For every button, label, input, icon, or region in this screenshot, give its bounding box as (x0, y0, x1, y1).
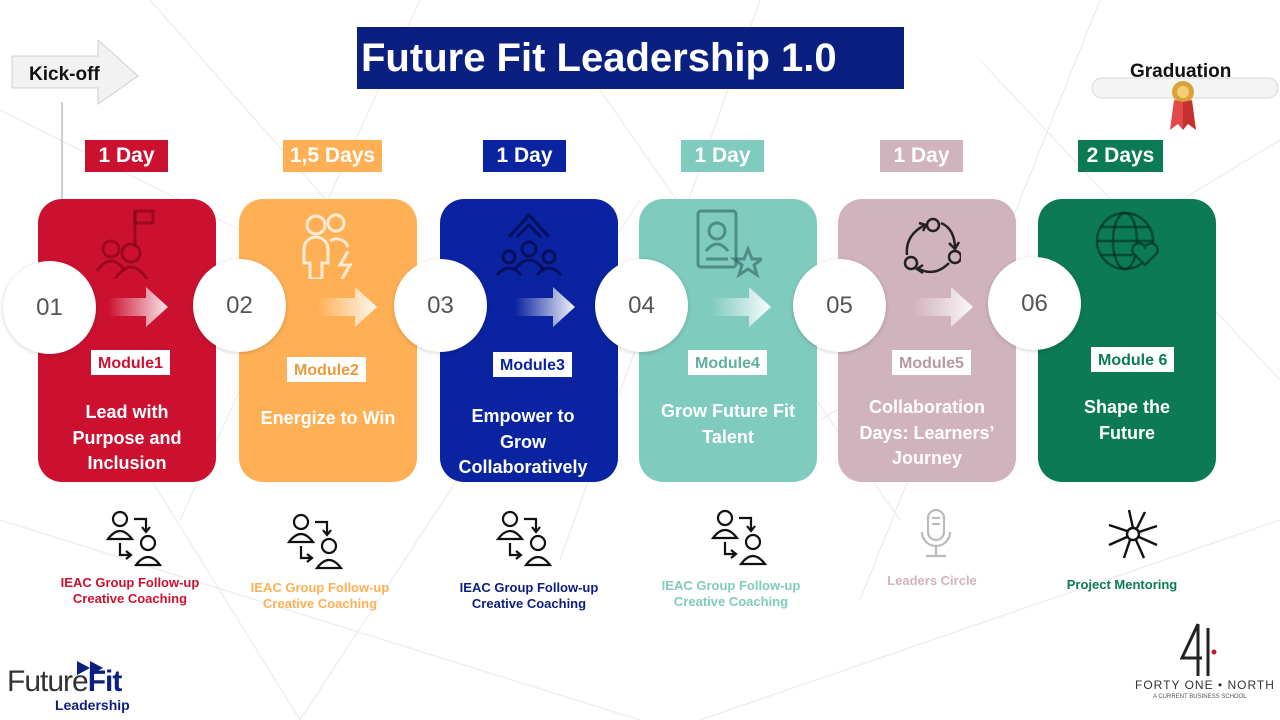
energized-people-icon (302, 213, 353, 279)
step-arrow-3 (515, 287, 575, 327)
module-title-2: Energize to Win (260, 408, 396, 428)
graduation-diploma-icon (1091, 77, 1279, 130)
coaching-exchange-icon (711, 509, 767, 566)
module-tag-6: Module 6 (1089, 345, 1177, 374)
forty-one-north-logo-name: FORTY ONE • NORTH (1135, 678, 1275, 692)
coaching-exchange-icon (106, 510, 162, 567)
coaching-exchange-icon (287, 513, 343, 570)
step-number-02: 02 (193, 259, 286, 352)
module-tag-3: Module3 (491, 350, 574, 379)
followup-text-6: Project Mentoring (1066, 577, 1178, 592)
microphone-icon (920, 508, 952, 558)
module-tag-1: Module1 (89, 348, 172, 377)
hands-together-icon (1108, 509, 1158, 559)
duration-badge-3: 1 Day (483, 140, 566, 172)
cycle-network-icon (903, 217, 961, 275)
leader-group-icon (95, 209, 155, 279)
step-number-03: 03 (394, 259, 487, 352)
globe-heart-icon (1095, 211, 1159, 271)
step-arrow-5 (913, 287, 973, 327)
talent-profile-icon (696, 209, 762, 279)
kickoff-arrow-sign (11, 40, 139, 105)
page-title: Future Fit Leadership 1.0 (357, 27, 904, 89)
step-number-04: 04 (595, 259, 688, 352)
forty-one-north-logo-tagline: A CURRENT BUSINESS SCHOOL (1153, 694, 1247, 700)
coaching-exchange-icon (496, 510, 552, 567)
graduation-label: Graduation (1130, 61, 1232, 82)
step-arrow-1 (108, 287, 168, 327)
step-arrow-4 (711, 287, 771, 327)
followup-text-5: Leaders Circle (887, 573, 977, 588)
futurefit-logo-subtitle: Leadership (55, 697, 130, 713)
duration-badge-5: 1 Day (880, 140, 963, 172)
forty-one-north-logo-mark (1179, 623, 1217, 676)
kickoff-label: Kick-off (29, 64, 100, 85)
step-number-06: 06 (988, 257, 1081, 350)
duration-badge-2: 1,5 Days (283, 140, 382, 172)
futurefit-logo-arrows-icon (77, 661, 103, 675)
module-tag-5: Module5 (890, 348, 973, 377)
futurefit-logo: FutureFit (7, 665, 122, 698)
duration-badge-6: 2 Days (1078, 140, 1163, 172)
duration-badge-1: 1 Day (85, 140, 168, 172)
step-arrow-2 (317, 287, 377, 327)
module-tag-2: Module2 (285, 355, 368, 384)
step-number-01: 01 (3, 261, 96, 354)
module-tag-4: Module4 (686, 348, 769, 377)
kickoff-signpost-pole (61, 102, 63, 202)
team-growth-icon (495, 212, 563, 277)
duration-badge-4: 1 Day (681, 140, 764, 172)
step-number-05: 05 (793, 259, 886, 352)
